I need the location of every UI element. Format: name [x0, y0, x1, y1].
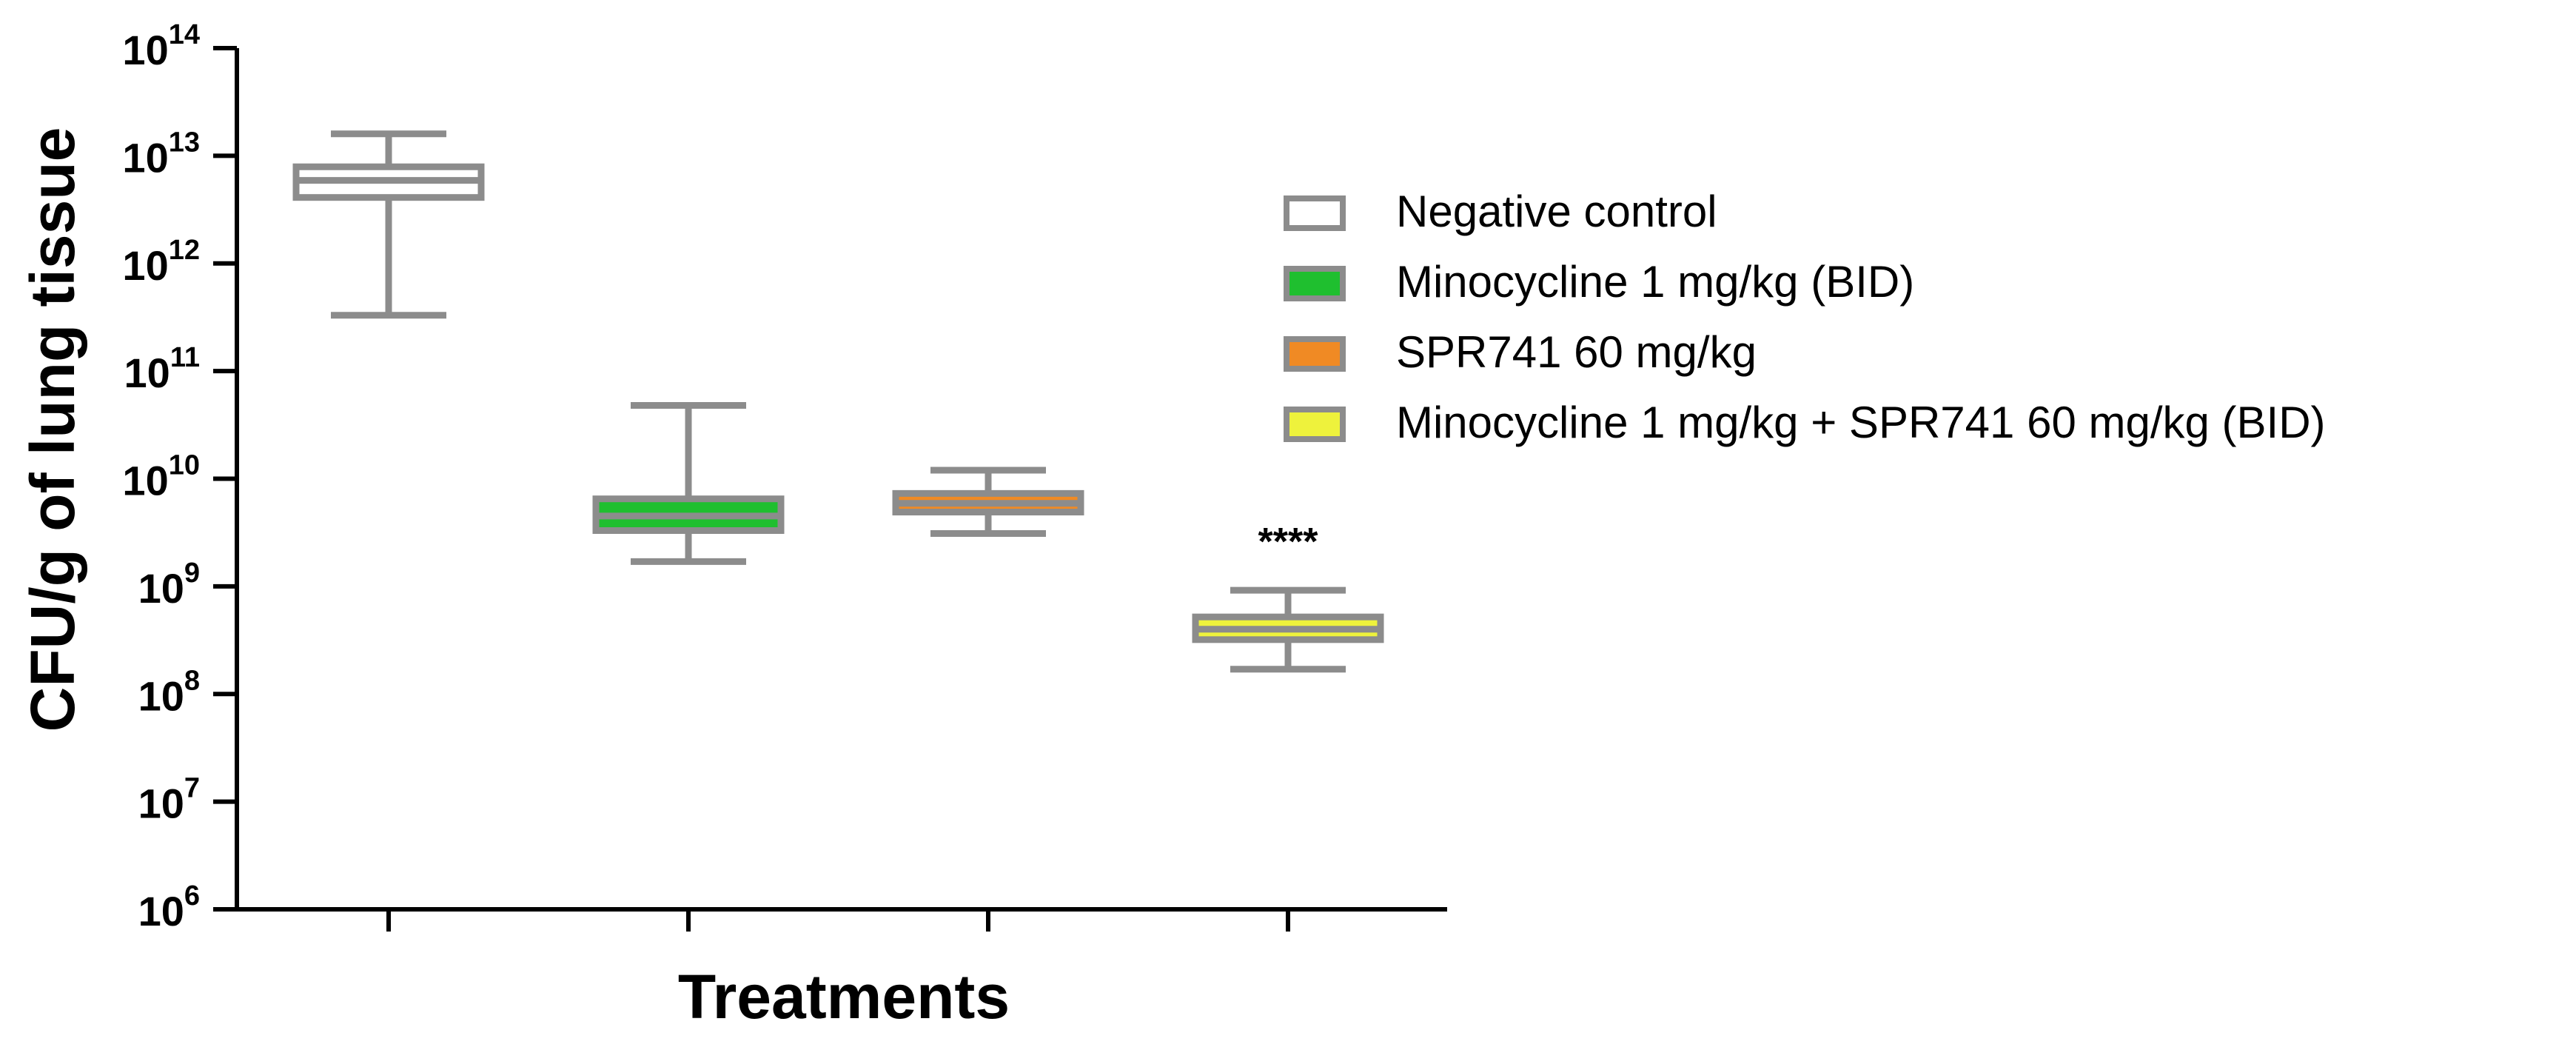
legend-swatch [1284, 195, 1346, 231]
y-axis-title: CFU/g of lung tissue [18, 127, 87, 732]
y-tick-label: 108 [138, 665, 200, 719]
legend-label: Negative control [1396, 187, 1717, 236]
legend-label: Minocycline 1 mg/kg (BID) [1396, 257, 1914, 307]
y-tick-label: 109 [138, 558, 200, 612]
y-tick-label: 1013 [122, 127, 200, 181]
y-tick-label: 106 [138, 880, 200, 934]
y-tick-label: 1012 [122, 235, 200, 289]
y-tick-label: 1014 [122, 19, 200, 73]
significance-annotation: **** [1258, 521, 1319, 564]
y-tick-label: 107 [138, 773, 200, 827]
legend-swatch [1284, 407, 1346, 442]
y-tick-label: 1010 [122, 450, 200, 504]
legend-swatch [1284, 266, 1346, 301]
box-group: **** [1192, 521, 1384, 673]
legend-label: Minocycline 1 mg/kg + SPR741 60 mg/kg (B… [1396, 398, 2326, 447]
box-group [892, 467, 1084, 537]
box-group [592, 401, 785, 565]
box-group [292, 130, 485, 319]
x-axis-title: Treatments [678, 962, 1010, 1031]
legend-label: SPR741 60 mg/kg [1396, 327, 1757, 377]
legend-swatch [1284, 336, 1346, 372]
y-tick-label: 1011 [124, 342, 200, 396]
